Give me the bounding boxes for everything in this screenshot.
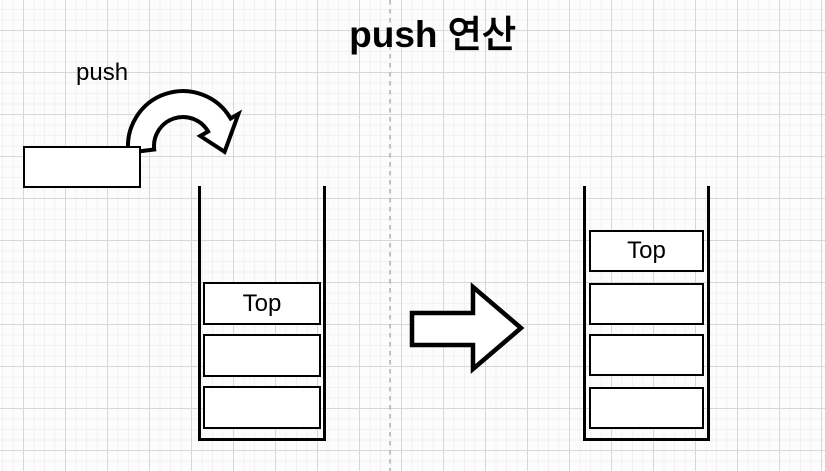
right-stack-cell[interactable] [589, 334, 704, 376]
left-stack-container[interactable] [198, 186, 326, 441]
right-stack-cell[interactable] [589, 387, 704, 429]
left-stack-top-cell[interactable]: Top [203, 282, 321, 325]
right-stack-top-cell[interactable]: Top [589, 230, 704, 272]
right-stack-cell[interactable] [589, 283, 704, 325]
right-arrow-icon[interactable] [409, 282, 525, 374]
push-label[interactable]: push [76, 59, 129, 86]
right-stack-container[interactable] [583, 186, 710, 441]
right-stack-top-label: Top [627, 237, 666, 264]
diagram-title[interactable]: push 연산 [349, 14, 516, 55]
push-curved-arrow-icon[interactable] [126, 89, 243, 155]
left-stack-cell[interactable] [203, 386, 321, 429]
pushed-element-box[interactable] [23, 146, 141, 188]
left-stack-cell[interactable] [203, 334, 321, 377]
left-stack-top-label: Top [242, 289, 282, 317]
